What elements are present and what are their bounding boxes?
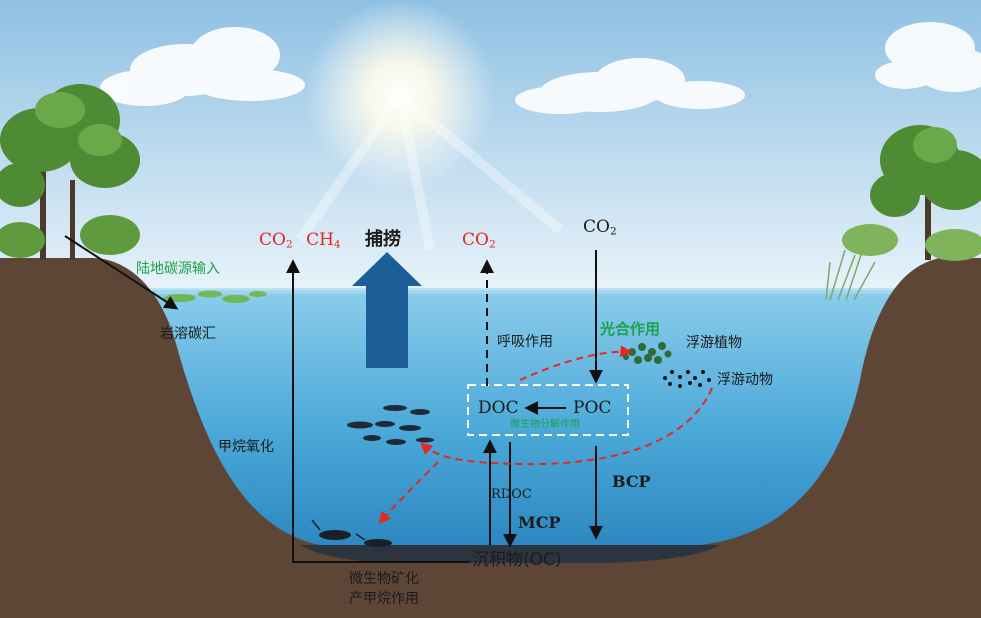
doc-poc-box <box>467 384 629 436</box>
land-input-arrow <box>64 235 179 310</box>
respiration-label: 呼吸作用 <box>497 334 553 350</box>
sun <box>305 0 495 190</box>
poc-label: POC <box>573 398 612 418</box>
food-web-arrows <box>378 345 713 524</box>
red-arrow-zooplankton-fish <box>420 387 713 466</box>
zooplankton-dots <box>663 370 711 388</box>
sediment-layer <box>300 545 720 563</box>
methane-oxidation-arrow <box>286 259 470 563</box>
sediment-label: 沉积物(OC) <box>472 550 562 570</box>
red-arrow-photosynthesis <box>519 345 633 381</box>
methanogenesis-line1: 微生物矿化 <box>349 571 419 587</box>
methanogenesis-line2: 产甲烷作用 <box>349 591 419 607</box>
fishing-label: 捕捞 <box>365 229 401 250</box>
red-arrow-fish-benthos <box>378 461 439 524</box>
soil-basin <box>0 258 981 618</box>
benthos <box>311 519 392 547</box>
cloud-left <box>100 27 305 106</box>
bcp-label: BCP <box>612 472 651 491</box>
mcp-label: MCP <box>518 513 561 532</box>
fishing-arrow <box>352 252 422 368</box>
methane-oxidation-label: 甲烷氧化 <box>218 439 274 455</box>
land-input-label: 陆地碳源输入 <box>136 261 220 277</box>
karst-sink-label: 岩溶碳汇 <box>160 326 216 342</box>
water-surface <box>60 288 930 294</box>
cloud-right <box>875 22 981 92</box>
photosynthesis-label: 光合作用 <box>600 320 661 338</box>
microbial-decomposition-label: 微生物分解作用 <box>510 419 580 430</box>
tree-left <box>0 84 140 260</box>
doc-label: DOC <box>478 398 519 418</box>
co2-ch4-label: CO2 CH4 <box>259 230 341 251</box>
rdoc-label: RDOC <box>491 487 532 502</box>
cloud-middle <box>515 58 745 114</box>
atmospheric-co2-label: CO2 <box>583 217 617 238</box>
lake-water <box>60 290 930 550</box>
fish-school <box>347 405 434 445</box>
process-arrows <box>64 235 603 563</box>
phytoplankton-label: 浮游植物 <box>686 335 742 351</box>
lily-pads <box>164 290 267 303</box>
zooplankton-label: 浮游动物 <box>717 372 773 388</box>
tree-right <box>825 125 981 301</box>
respiration-co2-label: CO2 <box>462 230 496 251</box>
sky <box>0 0 981 300</box>
sun-rays <box>295 91 564 251</box>
